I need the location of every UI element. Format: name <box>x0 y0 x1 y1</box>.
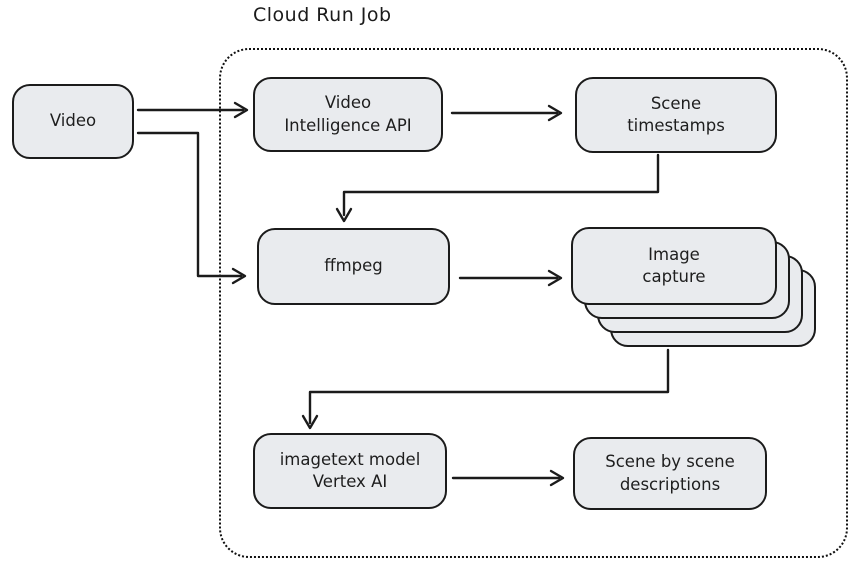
node-ffmpeg-label: ffmpeg <box>324 256 383 276</box>
node-scene-by-scene-descriptions: Scene by scene descriptions <box>573 437 767 510</box>
node-video-label: Video <box>49 111 97 131</box>
node-ffmpeg: ffmpeg <box>257 228 450 305</box>
diagram-title: Cloud Run Job <box>253 4 392 26</box>
node-video-intelligence-api: Video Intelligence API <box>253 77 443 152</box>
node-video: Video <box>12 84 134 159</box>
node-image-capture: Image capture <box>571 227 777 305</box>
node-video-intelligence-api-label: Video Intelligence API <box>284 93 412 135</box>
node-scene-timestamps-label: Scene timestamps <box>627 93 725 135</box>
node-scene-by-scene-descriptions-label: Scene by scene descriptions <box>605 452 735 494</box>
node-imagetext-model-vertex-ai-label: imagetext model Vertex AI <box>279 449 421 491</box>
cloud-run-job-group-border <box>219 48 848 558</box>
node-image-capture-label: Image capture <box>642 244 706 286</box>
node-scene-timestamps: Scene timestamps <box>575 77 777 153</box>
node-imagetext-model-vertex-ai: imagetext model Vertex AI <box>253 433 447 509</box>
